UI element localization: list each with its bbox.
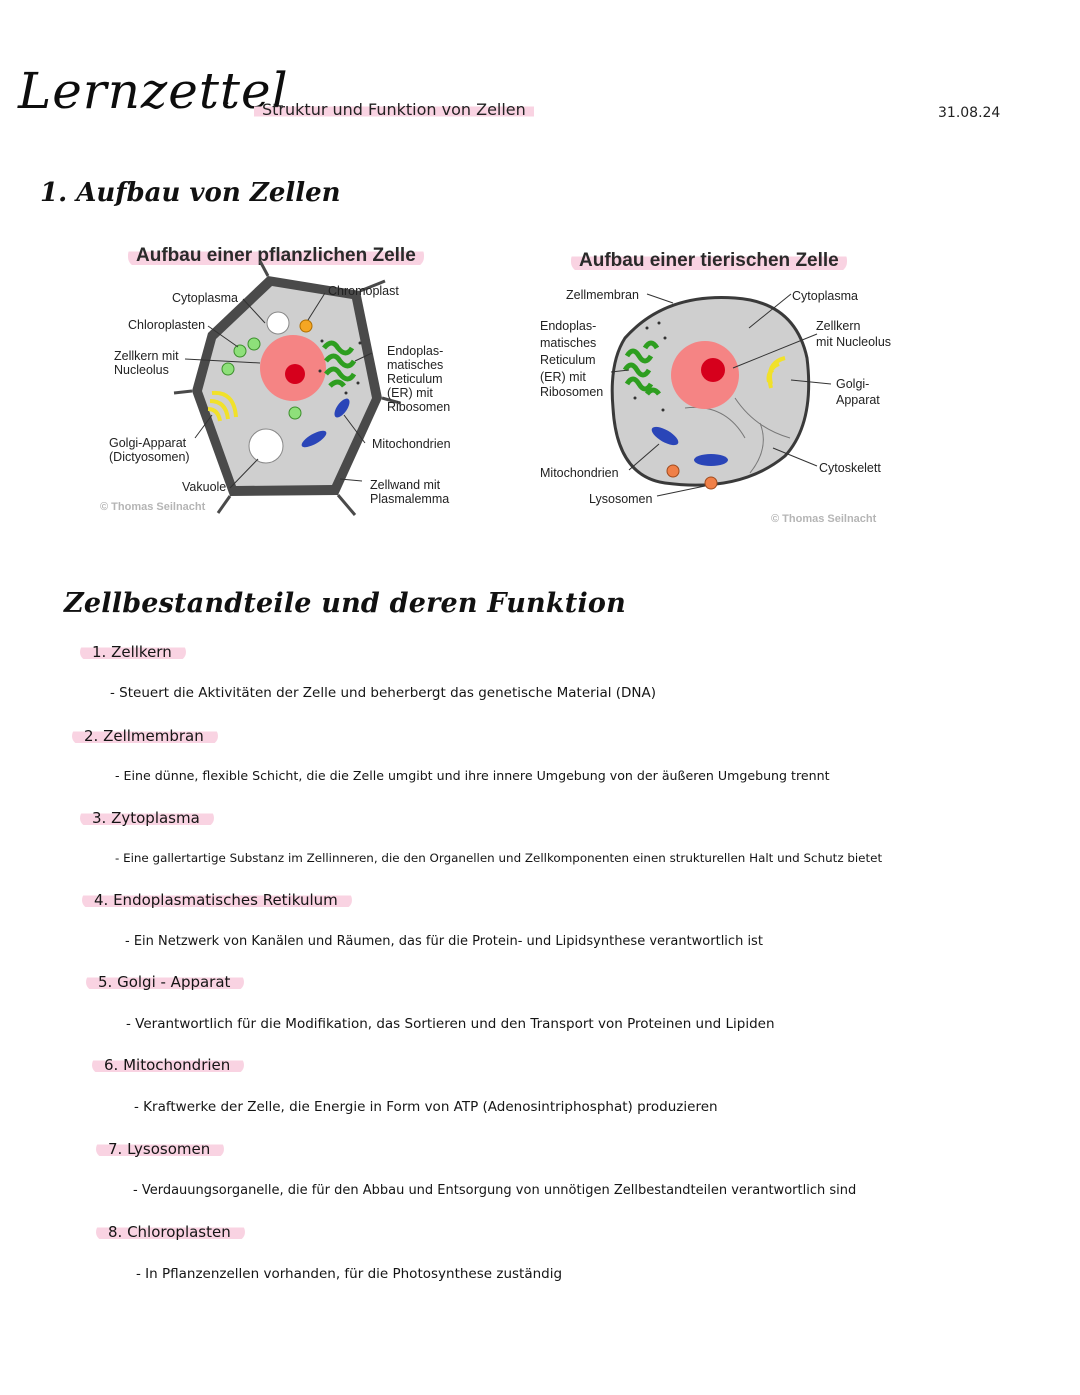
animal-copyright: © Thomas Seilnacht (771, 513, 877, 525)
item-text-golgi: - Verantwortlich für die Modifikation, d… (126, 1016, 775, 1032)
plant-copyright: © Thomas Seilnacht (100, 501, 206, 513)
plant-nucleolus (285, 364, 305, 384)
animal-label-er-3: Reticulum (540, 353, 596, 367)
plant-label-er-2: matisches (387, 358, 443, 372)
item-text-er: - Ein Netzwerk von Kanälen und Räumen, d… (125, 934, 763, 949)
plant-er (322, 340, 357, 388)
item-text-zellmembran: - Eine dünne, flexible Schicht, die die … (115, 768, 830, 783)
animal-cell-title: Aufbau einer tierischen Zelle (571, 250, 847, 272)
plant-label-golgi-1: Golgi-Apparat (109, 436, 187, 450)
plant-chloroplasts (221, 337, 302, 420)
animal-label-golgi-1: Golgi- (836, 377, 869, 391)
plant-label-golgi-2: (Dictyosomen) (109, 450, 190, 464)
animal-mito-2 (694, 454, 728, 466)
animal-label-mitochondrien: Mitochondrien (540, 466, 619, 480)
plant-vacuole (248, 428, 284, 464)
page-date: 31.08.24 (938, 105, 1001, 121)
animal-golgi (766, 356, 786, 389)
plant-label-chromoplast: Chromoplast (328, 284, 399, 298)
plant-label-zellkern-2: Nucleolus (114, 363, 169, 377)
plant-cell-illustration: Cytoplasma Chromoplast Chloroplasten Zel… (100, 260, 451, 516)
item-heading-zytoplasma: 3. Zytoplasma (80, 809, 214, 827)
animal-label-zellkern-2: mit Nucleolus (816, 335, 891, 349)
plant-golgi (207, 390, 238, 422)
plant-vacuole-small (266, 311, 290, 335)
item-heading-lysosomen: 7. Lysosomen (96, 1140, 225, 1158)
plant-label-zellwand-2: Plasmalemma (370, 492, 449, 506)
plant-mito-2 (301, 430, 327, 448)
animal-label-er-1: Endoplas- (540, 319, 596, 333)
item-heading-zellkern: 1. Zellkern (80, 643, 186, 661)
item-heading-mitochondrien: 6. Mitochondrien (92, 1056, 245, 1074)
animal-label-cytoskelett: Cytoskelett (819, 461, 881, 475)
plant-label-vakuole: Vakuole (182, 480, 226, 494)
animal-lysosome-2 (704, 476, 718, 490)
item-text-lysosomen: - Verdauungsorganelle, die für den Abbau… (133, 1183, 857, 1198)
animal-lysosome-1 (666, 464, 680, 478)
plant-cell-diagram: Aufbau einer pflanzlichen Zelle (100, 243, 470, 523)
item-text-zytoplasma: - Eine gallertartige Substanz im Zellinn… (115, 851, 883, 865)
plant-label-er-5: Ribosomen (387, 400, 450, 414)
plant-mito-1 (334, 398, 350, 418)
title-dash: - (222, 90, 230, 114)
animal-label-er-5: Ribosomen (540, 385, 603, 399)
animal-mito-1 (651, 426, 679, 446)
page-subtitle: Struktur und Funktion von Zellen (254, 100, 534, 119)
animal-cytoskeleton (684, 397, 791, 474)
plant-chromoplast (299, 319, 313, 333)
animal-label-lysosomen: Lysosomen (589, 492, 653, 506)
item-heading-golgi: 5. Golgi - Apparat (86, 973, 245, 991)
animal-label-golgi-2: Apparat (836, 393, 880, 407)
animal-cell-illustration: Zellmembran Cytoplasma Endoplas- matisch… (540, 288, 891, 525)
item-heading-zellmembran: 2. Zellmembran (72, 727, 218, 745)
animal-label-er-2: matisches (540, 336, 596, 350)
item-heading-er: 4. Endoplasmatisches Retikulum (82, 891, 352, 909)
plant-label-er-3: Reticulum (387, 372, 443, 386)
animal-label-er-4: (ER) mit (540, 370, 586, 384)
item-text-chloroplasten: - In Pflanzenzellen vorhanden, für die P… (136, 1266, 563, 1282)
plant-cell-title: Aufbau einer pflanzlichen Zelle (128, 245, 424, 267)
item-text-mitochondrien: - Kraftwerke der Zelle, die Energie in F… (134, 1099, 718, 1115)
animal-nucleolus (701, 358, 725, 382)
plant-label-chloroplasten: Chloroplasten (128, 318, 205, 332)
animal-label-zellkern-1: Zellkern (816, 319, 861, 333)
section-heading-funktion: Zellbestandteile und deren Funktion (64, 588, 626, 619)
animal-cell-diagram: Aufbau einer tierischen Zelle Ze (535, 248, 920, 533)
page-title: Lernzettel (18, 62, 289, 120)
animal-label-cytoplasma: Cytoplasma (792, 289, 858, 303)
item-heading-chloroplasten: 8. Chloroplasten (96, 1223, 245, 1241)
section-heading-aufbau: 1. Aufbau von Zellen (40, 178, 341, 208)
plant-label-zellwand-1: Zellwand mit (370, 478, 441, 492)
plant-label-cytoplasma: Cytoplasma (172, 291, 238, 305)
animal-er (622, 340, 661, 396)
plant-label-er-4: (ER) mit (387, 386, 433, 400)
plant-label-er-1: Endoplas- (387, 344, 443, 358)
plant-label-mitochondrien: Mitochondrien (372, 437, 451, 451)
plant-label-zellkern-1: Zellkern mit (114, 349, 179, 363)
animal-label-zellmembran: Zellmembran (566, 288, 639, 302)
item-text-zellkern: - Steuert die Aktivitäten der Zelle und … (110, 685, 657, 701)
